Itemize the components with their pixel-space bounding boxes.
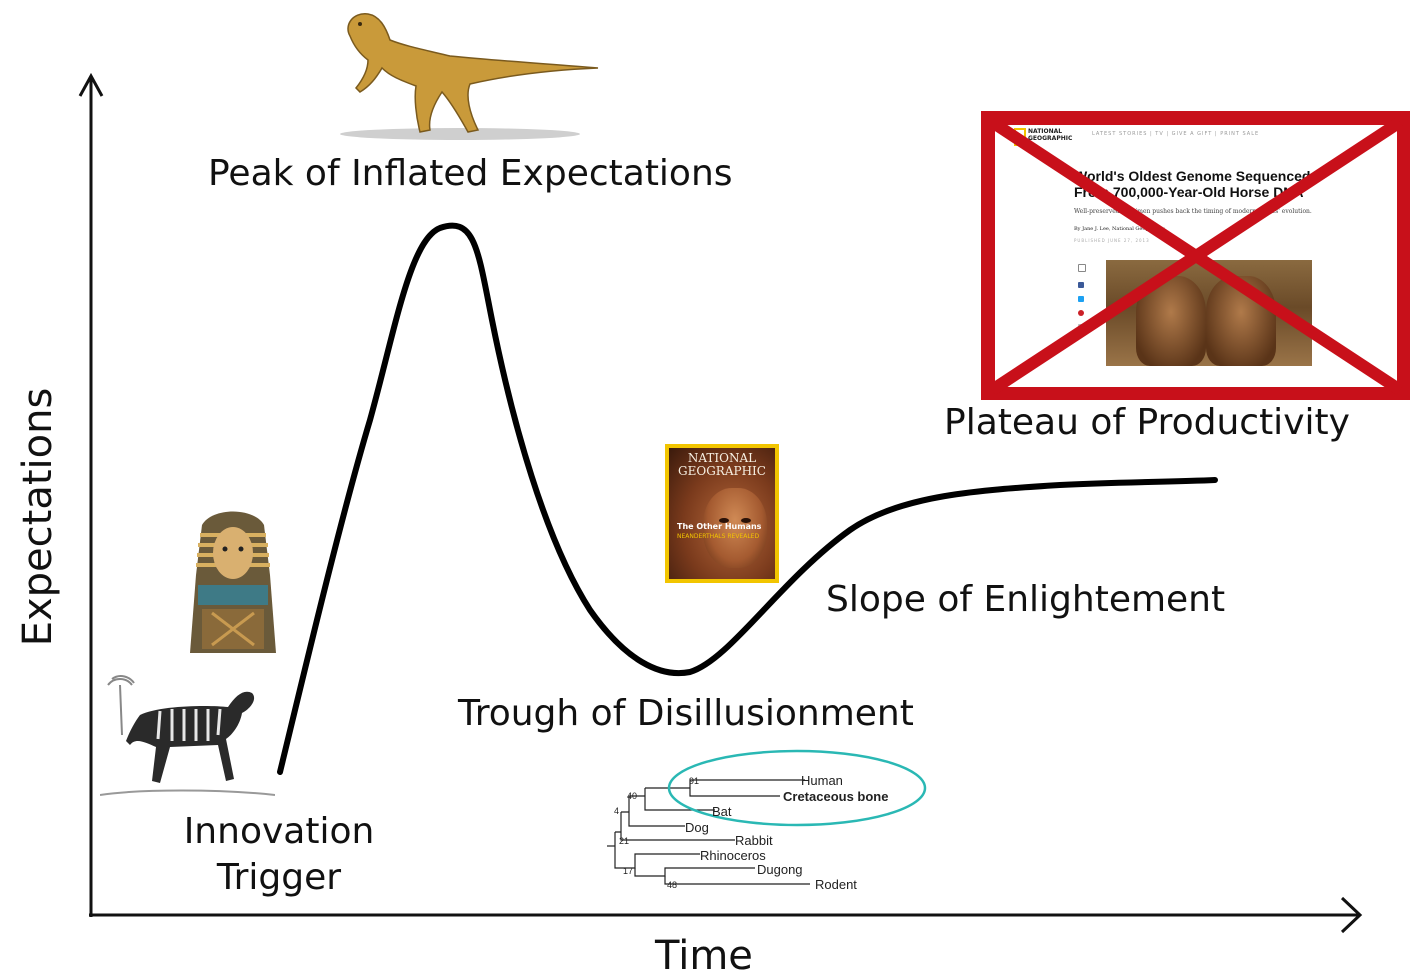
taxon-label-6: Dugong xyxy=(757,862,803,877)
cover-masthead-line1: NATIONAL xyxy=(687,451,757,465)
article-logo-text: NATIONAL GEOGRAPHIC xyxy=(1028,128,1072,142)
peak-label: Peak of Inflated Expectations xyxy=(208,153,733,194)
innovation-trigger-label: Innovation Trigger xyxy=(168,809,390,901)
innovation-trigger-line1: Innovation xyxy=(183,811,375,852)
taxon-label-2: Bat xyxy=(712,804,732,819)
tree-branch-bat xyxy=(644,804,715,811)
cover-masthead-line2: GEOGRAPHIC xyxy=(678,464,766,478)
hype-curve xyxy=(277,222,1218,775)
trough-label: Trough of Disillusionment xyxy=(458,693,914,734)
y-axis-arrowhead xyxy=(78,72,104,97)
cover-eye-right xyxy=(741,518,751,523)
cover-coverline-sub: NEANDERTHALS REVEALED xyxy=(677,533,760,540)
tree-branch-cretaceous xyxy=(689,780,780,797)
article-logo-line1: NATIONAL xyxy=(1028,128,1063,135)
support-label-2: 4 xyxy=(614,806,619,816)
neanderthal-face xyxy=(703,488,767,568)
article-subhead: Well-preserved specimen pushes back the … xyxy=(1074,208,1312,215)
support-label-0: 91 xyxy=(689,776,699,786)
national-geographic-cover: NATIONAL GEOGRAPHIC The Other Humans NEA… xyxy=(665,444,779,583)
taxon-label-5: Rhinoceros xyxy=(700,848,766,863)
tree-branch-dog xyxy=(628,795,685,827)
cover-masthead: NATIONAL GEOGRAPHIC xyxy=(669,452,775,478)
cover-eye-left xyxy=(719,518,729,523)
x-axis-arrowhead xyxy=(1340,896,1363,934)
plateau-label: Plateau of Productivity xyxy=(944,402,1350,443)
comment-icon xyxy=(1078,264,1086,272)
dinosaur-body xyxy=(347,13,599,133)
cross-out-diagonal-2 xyxy=(988,116,1404,396)
taxon-label-0: Human xyxy=(801,773,843,788)
cross-out-frame xyxy=(981,111,1410,400)
dinosaur-eye xyxy=(358,22,362,26)
quagga-stripes xyxy=(156,708,222,741)
article-nav: LATEST STORIES | TV | GIVE A GIFT | PRIN… xyxy=(1092,131,1260,137)
taxon-label-7: Rodent xyxy=(815,877,857,892)
mummy-illustration xyxy=(190,511,276,653)
taxon-label-4: Rabbit xyxy=(735,833,773,848)
taxon-label-1: Cretaceous bone xyxy=(783,789,888,804)
mummy-eye-right xyxy=(238,546,244,552)
article-logo-line2: GEOGRAPHIC xyxy=(1028,135,1073,142)
facebook-icon xyxy=(1078,282,1084,288)
y-axis-label: Expectations xyxy=(15,387,61,647)
article-published: PUBLISHED JUNE 27, 2013 xyxy=(1074,238,1150,243)
mummy-face xyxy=(213,527,253,579)
support-label-5: 48 xyxy=(667,880,677,890)
highlight-ellipse xyxy=(667,749,927,827)
tree-branch-dugong xyxy=(634,867,755,877)
mummy-cross-band xyxy=(211,611,255,647)
tree-branch-node40 xyxy=(644,787,690,804)
dinosaur-illustration xyxy=(340,13,599,140)
support-label-3: 21 xyxy=(619,836,629,846)
cross-out-mark xyxy=(981,111,1410,400)
twitter-icon xyxy=(1078,296,1084,302)
support-label-1: 40 xyxy=(627,791,637,801)
cover-coverline: The Other Humans xyxy=(677,522,762,531)
quagga-illustration xyxy=(100,675,275,796)
phylogenetic-tree: Human Cretaceous bone Bat Dog Rabbit Rhi… xyxy=(607,749,927,892)
quagga-ground xyxy=(100,789,275,796)
quagga-palm xyxy=(107,675,135,736)
support-label-4: 17 xyxy=(623,866,633,876)
tree-branch-rodent xyxy=(664,876,810,885)
article-byline: By Jane J. Lee, National Geographic xyxy=(1074,226,1165,232)
article-headline-line1: World's Oldest Genome Sequenced xyxy=(1074,168,1311,184)
article-headline-line2: From 700,000-Year-Old Horse DNA xyxy=(1074,184,1304,200)
tree-branch-rabbit xyxy=(620,811,735,841)
quagga-body xyxy=(126,691,255,783)
slope-label: Slope of Enlightement xyxy=(826,579,1226,620)
x-axis-label: Time xyxy=(655,933,753,979)
innovation-trigger-line2: Trigger xyxy=(216,857,342,898)
mummy-eye-left xyxy=(222,546,228,552)
mummy-collar xyxy=(198,585,268,605)
taxon-label-3: Dog xyxy=(685,820,709,835)
dinosaur-shadow xyxy=(340,128,580,140)
pinterest-icon xyxy=(1078,310,1084,316)
